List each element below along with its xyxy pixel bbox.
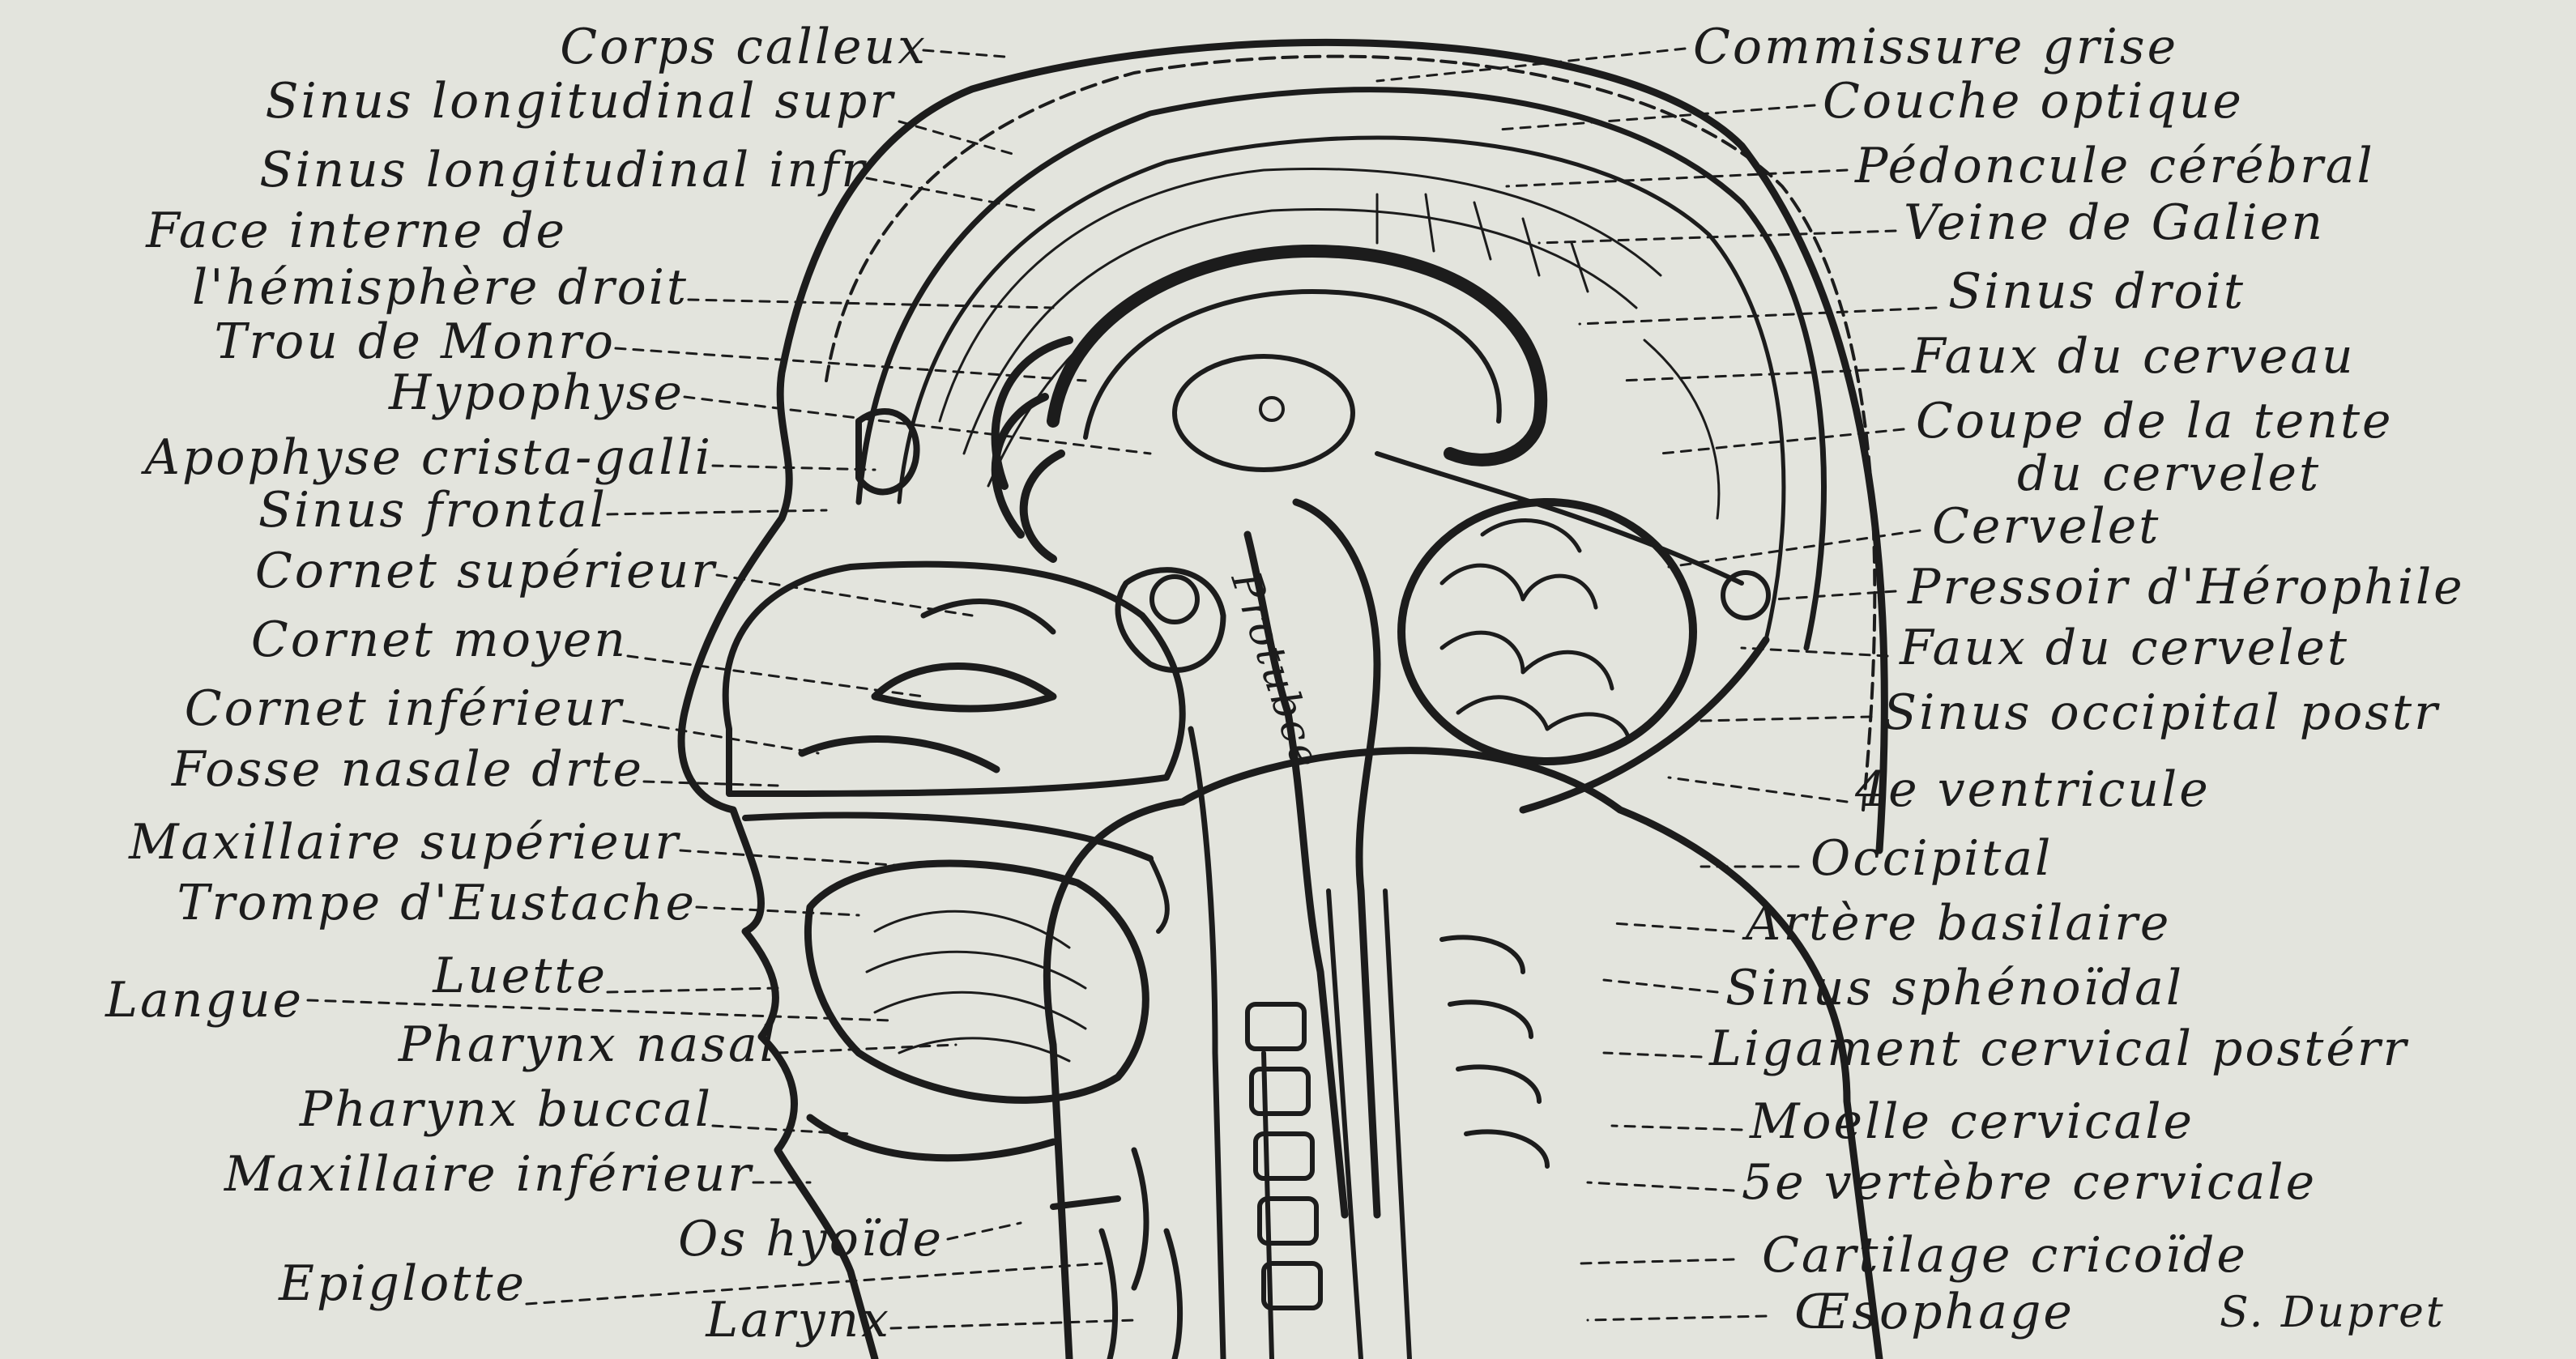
cornet-superieur	[923, 602, 1053, 632]
oesophagus	[1264, 1053, 1272, 1359]
label-sinus-sphenoidal: Sinus sphénoïdal	[1725, 964, 2184, 1012]
label-couche-optique: Couche optique	[1823, 77, 2244, 126]
label-cervelet: Cervelet	[1932, 502, 2160, 551]
cerebellum-folia	[1442, 521, 1628, 737]
label-pedoncule-cerebral: Pédoncule cérébral	[1855, 142, 2375, 190]
commissure-grise	[1260, 398, 1283, 420]
label-faux-du-cerveau: Faux du cerveau	[1912, 332, 2356, 381]
label-du-cervelet: du cervelet	[2017, 449, 2321, 498]
label-oesophage: Œsophage	[1794, 1288, 2075, 1336]
label-sinus-frontal: Sinus frontal	[258, 486, 608, 535]
label-maxillaire-superieur: Maxillaire supérieur	[129, 818, 680, 867]
label-pressoir-d-herophile: Pressoir d'Hérophile	[1908, 563, 2465, 611]
corpus-callosum-inner	[1085, 292, 1499, 437]
label-cornet-superieur: Cornet supérieur	[255, 547, 717, 595]
label-sinus-longitudinal-inferieur: Sinus longitudinal infr	[259, 146, 867, 194]
label-coupe-de-la-tente: Coupe de la tente	[1916, 397, 2394, 445]
luette	[1150, 858, 1167, 931]
label-sinus-droit: Sinus droit	[1948, 267, 2245, 316]
label-pharynx-buccal: Pharynx buccal	[300, 1085, 713, 1134]
artist-signature: S. Dupret	[2220, 1292, 2446, 1334]
label-cornet-inferieur: Cornet inférieur	[185, 684, 624, 733]
maxillaire-inferieur	[810, 1118, 1053, 1158]
pressoir-herophile	[1723, 573, 1768, 618]
label-sinus-occipital-posterieur: Sinus occipital postr	[1883, 688, 2440, 737]
label-occipital: Occipital	[1810, 834, 2053, 883]
epiglotte	[1134, 1150, 1146, 1288]
label-face-interne-de: Face interne de	[146, 207, 567, 255]
label-os-hyoide: Os hyoïde	[678, 1215, 944, 1263]
larynx	[1102, 1231, 1180, 1359]
label-trou-de-monro: Trou de Monro	[214, 317, 616, 366]
cornet-inferieur	[802, 739, 996, 769]
thalamus	[1175, 356, 1353, 470]
label-5e-vertebre-cervicale: 5e vertèbre cervicale	[1742, 1158, 2317, 1207]
cervical-vertebrae	[1247, 1004, 1320, 1308]
label-fosse-nasale-droite: Fosse nasale drte	[172, 745, 644, 794]
label-langue: Langue	[105, 976, 304, 1025]
label-luette: Luette	[433, 952, 608, 1000]
label-veine-de-galien: Veine de Galien	[1904, 198, 2325, 247]
label-4e-ventricule: 4e ventricule	[1855, 765, 2211, 814]
cornet-moyen	[875, 667, 1053, 709]
label-moelle-cervicale: Moelle cervicale	[1750, 1097, 2194, 1146]
label-hypophyse: Hypophyse	[389, 369, 685, 417]
pharynx	[1191, 729, 1223, 1359]
label-artere-basilaire: Artère basilaire	[1746, 899, 2171, 948]
label-epiglotte: Epiglotte	[279, 1259, 527, 1308]
label-sinus-longitudinal-superieur: Sinus longitudinal supr	[265, 77, 895, 126]
label-faux-du-cervelet: Faux du cervelet	[1900, 624, 2349, 672]
spinous-processes	[1442, 937, 1547, 1166]
label-cornet-moyen: Cornet moyen	[251, 616, 628, 664]
label-cartilage-cricoide: Cartilage cricoïde	[1762, 1231, 2248, 1280]
label-pharynx-nasal: Pharynx nasal	[399, 1020, 778, 1069]
label-commissure-grise: Commissure grise	[1693, 23, 2178, 71]
label-larynx: Larynx	[706, 1296, 891, 1344]
hypophyse	[1152, 577, 1197, 622]
label-trompe-d-eustache: Trompe d'Eustache	[177, 879, 697, 927]
tongue	[808, 863, 1146, 1100]
label-hemisphere-droit: l'hémisphère droit	[192, 263, 689, 312]
label-maxillaire-inferieur: Maxillaire inférieur	[224, 1150, 753, 1199]
label-ligament-cervical-posterieur: Ligament cervical postérr	[1709, 1025, 2408, 1073]
label-apophyse-crista-galli: Apophyse crista-galli	[145, 433, 713, 482]
label-corps-calleux: Corps calleux	[560, 23, 928, 71]
